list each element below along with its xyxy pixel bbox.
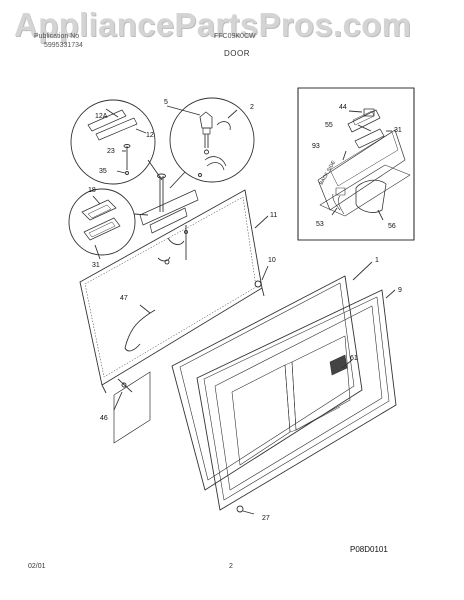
publication-number: 5995331734 <box>44 42 83 49</box>
callout-9: 9 <box>398 287 402 294</box>
outer-door <box>196 289 397 511</box>
door-liner-outline <box>79 189 263 386</box>
footer-date: 02/01 <box>28 563 46 570</box>
watermark-logo: AppliancePartsPros.com <box>14 6 412 43</box>
callout-27: 27 <box>262 515 270 522</box>
callout-47: 47 <box>120 295 128 302</box>
callout-5: 5 <box>164 99 168 106</box>
section-title: DOOR <box>224 49 250 58</box>
callout-12a: 12A <box>95 113 108 120</box>
control-housing <box>355 179 387 213</box>
callout-1: 1 <box>375 257 379 264</box>
door-liner-inner-edge <box>84 196 257 378</box>
callout-93: 93 <box>312 143 320 150</box>
inset-back-side-label: BACK SIDE <box>319 159 338 186</box>
detail-circle-hinge-cover <box>70 99 156 185</box>
wire-part-47 <box>124 309 156 349</box>
inset-box-control <box>297 87 415 241</box>
model-number: FFC09K0CW <box>214 33 256 40</box>
door-recess-left <box>231 364 291 466</box>
callout-18: 18 <box>88 187 96 194</box>
publication-label: Publication No <box>34 33 80 40</box>
control-switch <box>363 108 375 117</box>
door-handle <box>329 354 348 376</box>
callout-31-inset: 31 <box>394 127 402 134</box>
footer-page-number: 2 <box>229 563 233 570</box>
callout-23: 23 <box>107 148 115 155</box>
callout-55: 55 <box>325 122 333 129</box>
callout-46: 46 <box>100 415 108 422</box>
detail-circle-trim <box>68 188 136 256</box>
door-gasket <box>171 275 363 491</box>
callout-44: 44 <box>339 104 347 111</box>
hinge-bracket <box>139 189 199 226</box>
callout-12: 12 <box>146 132 154 139</box>
control-knob-base <box>347 109 381 133</box>
callout-2: 2 <box>250 104 254 111</box>
door-back-block <box>113 371 151 444</box>
callout-10: 10 <box>268 257 276 264</box>
callout-11: 11 <box>270 212 277 219</box>
callout-35: 35 <box>99 168 107 175</box>
callout-53: 53 <box>316 221 324 228</box>
figure-code: P08D0101 <box>350 545 388 554</box>
callout-31-left: 31 <box>92 262 100 269</box>
detail-circle-hinge-parts <box>169 97 255 183</box>
door-recess-right <box>291 335 351 431</box>
callout-56: 56 <box>388 223 396 230</box>
callout-61: 61 <box>350 355 358 362</box>
